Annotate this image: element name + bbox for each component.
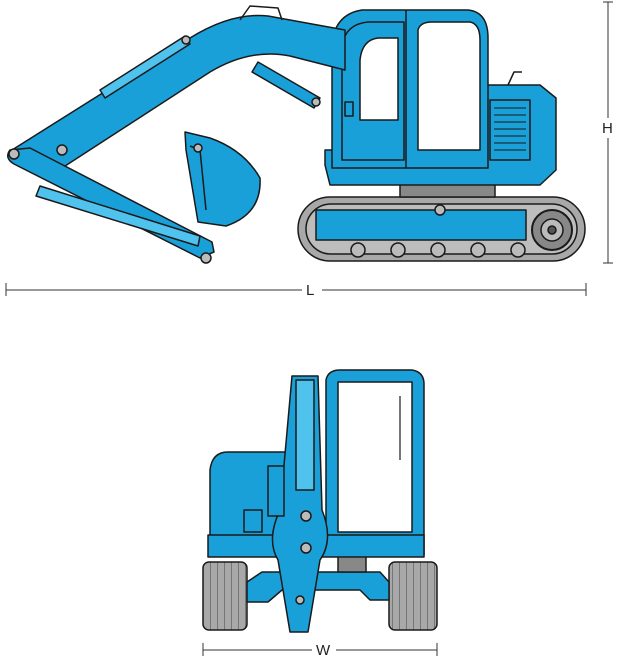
front-left-track bbox=[202, 561, 248, 631]
exhaust-pipe bbox=[507, 71, 522, 86]
side-bucket bbox=[184, 131, 261, 227]
front-swing-bearing bbox=[337, 555, 367, 573]
front-headlight bbox=[243, 509, 263, 533]
engine-grille bbox=[489, 99, 531, 161]
front-windshield bbox=[337, 381, 413, 533]
door-window bbox=[359, 37, 399, 121]
width-label: W bbox=[316, 642, 331, 659]
excavator-side-view bbox=[7, 5, 586, 264]
bucket-cylinder bbox=[35, 185, 201, 247]
side-crawler-track bbox=[297, 196, 586, 262]
front-right-track bbox=[388, 561, 438, 631]
height-label: H bbox=[602, 120, 613, 137]
side-boom bbox=[11, 14, 346, 169]
height-dimension bbox=[603, 1, 613, 264]
width-dimension bbox=[202, 643, 438, 656]
side-pins bbox=[8, 35, 321, 264]
boom-rail bbox=[239, 5, 283, 21]
front-side-bracket bbox=[267, 465, 285, 517]
arm-cylinder bbox=[99, 35, 191, 99]
boom-cylinder bbox=[251, 61, 321, 109]
front-boom-cylinder bbox=[295, 379, 315, 491]
front-pins bbox=[295, 510, 312, 605]
door-handle bbox=[344, 101, 354, 117]
length-dimension bbox=[5, 283, 587, 296]
engine-grille-slats bbox=[494, 107, 526, 151]
excavator-front-view bbox=[202, 369, 438, 633]
length-label: L bbox=[306, 282, 314, 299]
rear-window bbox=[417, 21, 481, 151]
